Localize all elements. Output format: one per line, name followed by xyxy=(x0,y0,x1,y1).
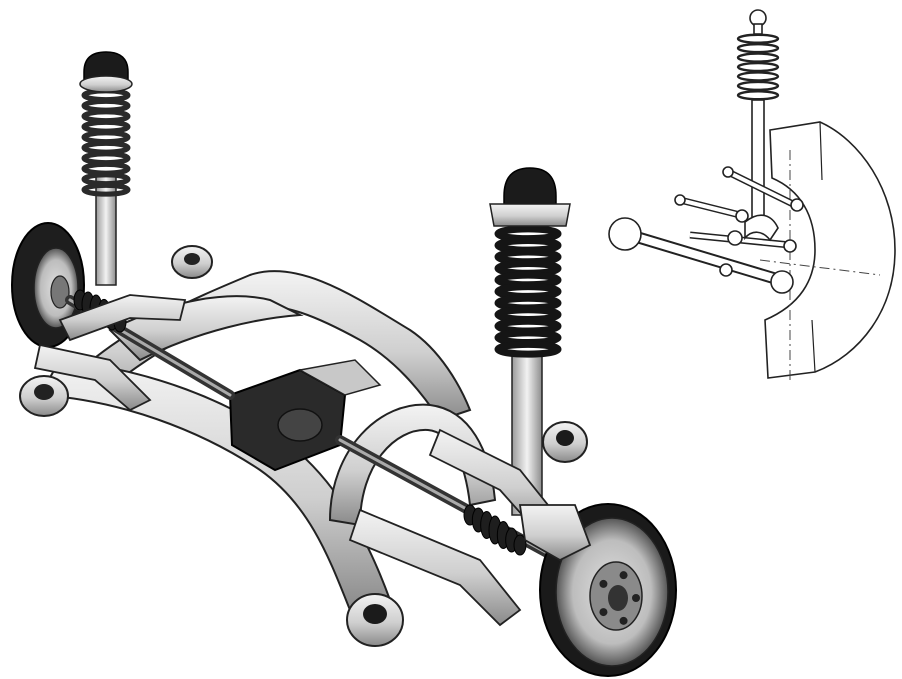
hub-carrier-outline xyxy=(764,121,896,379)
right-spring-cap xyxy=(489,203,571,227)
schematic-joint-large xyxy=(608,217,642,251)
differential-icon xyxy=(228,359,382,472)
coil-spring-icon xyxy=(494,225,562,358)
lug-nut xyxy=(599,579,608,588)
right-strut-assembly xyxy=(489,167,571,516)
left-brake-disc-icon xyxy=(11,222,85,348)
right-lower-arm xyxy=(348,508,522,627)
coil-spring-icon xyxy=(736,33,780,101)
spring-coil xyxy=(736,80,780,92)
boot-fold xyxy=(513,534,527,556)
spring-coil xyxy=(736,33,780,44)
spring-coil xyxy=(81,140,131,155)
right-top-mount-icon xyxy=(503,167,557,205)
wheel-lug-nuts xyxy=(599,571,640,625)
schematic-strut-rod xyxy=(751,99,765,231)
spring-coil xyxy=(81,109,131,124)
bushing-rear-left xyxy=(346,593,404,647)
left-spring-seat xyxy=(79,75,133,93)
left-strut-assembly xyxy=(79,51,133,286)
left-lower-arm xyxy=(33,343,152,412)
coil-spring-icon xyxy=(81,88,131,197)
cv-boot-right xyxy=(463,504,527,556)
right-arch-tube xyxy=(328,403,497,527)
spring-coil xyxy=(81,119,131,134)
kinematic-schematic xyxy=(608,9,896,380)
spring-coil xyxy=(81,151,131,166)
wheel-carrier-icon xyxy=(518,504,592,562)
lug-nut xyxy=(619,571,628,580)
left-top-mount-icon xyxy=(83,51,129,83)
lug-nut xyxy=(619,616,628,625)
bushing-front-left xyxy=(19,375,69,417)
spring-coil xyxy=(81,98,131,113)
spring-coil xyxy=(736,71,780,82)
lug-nut xyxy=(632,594,640,602)
spring-coil xyxy=(81,130,131,145)
spring-coil xyxy=(736,90,780,101)
lug-nut xyxy=(599,608,608,617)
subframe-icon xyxy=(19,245,588,647)
spring-coil xyxy=(494,340,562,358)
spring-coil xyxy=(81,161,131,176)
spring-coil xyxy=(736,42,780,54)
bushing-front-right xyxy=(171,245,213,279)
left-upper-arm xyxy=(58,294,187,342)
spring-coil xyxy=(81,182,131,197)
spring-coil xyxy=(736,61,780,73)
spring-coil xyxy=(736,52,780,63)
bushing-rear-right xyxy=(542,421,588,463)
right-brake-disc-icon xyxy=(539,503,677,677)
